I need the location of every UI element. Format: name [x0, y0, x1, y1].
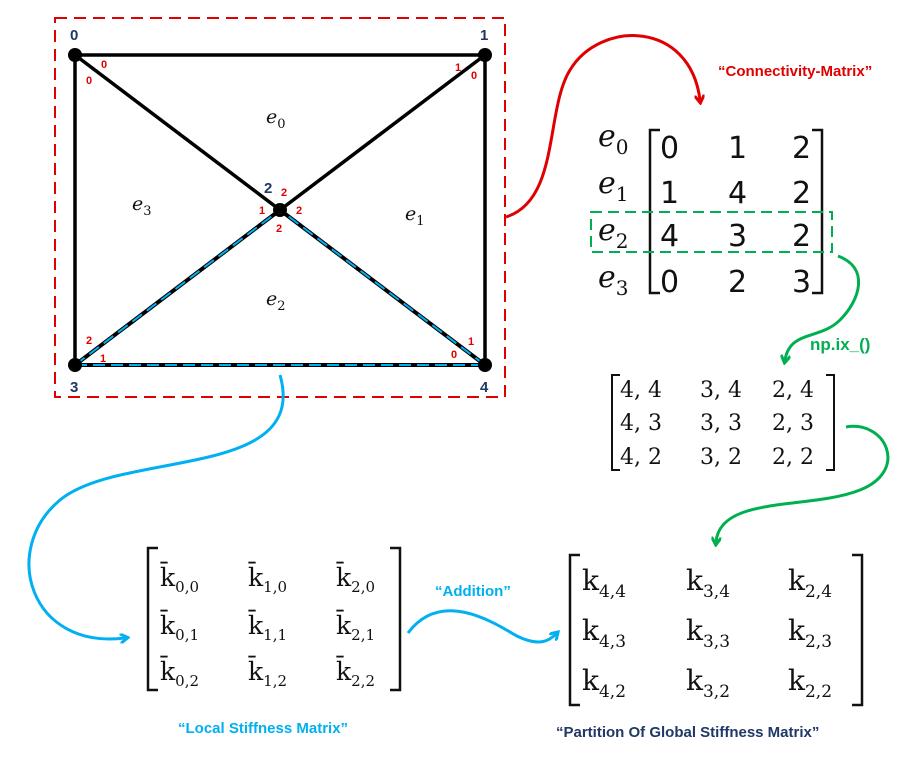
index-cell: 4, 4	[620, 378, 662, 403]
local-index: 1	[455, 62, 461, 74]
conn-cell: 1	[728, 131, 747, 166]
conn-row-label: e2	[598, 213, 629, 253]
index-matrix: np.ix_() 4, 4 3, 4 2, 4 4, 3 3, 3 2, 3 4…	[611, 335, 870, 471]
global-cell: k2,3	[788, 614, 832, 652]
conn-cell: 4	[660, 219, 679, 254]
local-matrix-label: “Local Stiffness Matrix”	[178, 720, 348, 737]
conn-cell: 3	[792, 265, 811, 300]
node-2	[273, 203, 287, 217]
green-connector-arrow-1	[785, 254, 860, 360]
node-label-0: 0	[70, 27, 78, 44]
element-label-e0: e0	[266, 106, 286, 132]
conn-row-highlight	[590, 211, 833, 253]
local-cell: k̄2,2	[336, 657, 375, 690]
element-label-e3: e3	[132, 193, 152, 219]
conn-cell: 2	[792, 176, 811, 211]
conn-row-label: e1	[598, 166, 629, 206]
global-cell: k2,4	[788, 564, 832, 602]
global-stiffness-partition: k4,4 k3,4 k2,4 k4,3 k3,3 k2,3 k4,2 k3,2 …	[556, 553, 864, 741]
node-label-4: 4	[480, 379, 489, 396]
partition-label: “Partition Of Global Stiffness Matrix”	[556, 724, 819, 741]
local-index: 0	[86, 75, 92, 87]
local-bracket-right	[390, 546, 402, 692]
index-cell: 3, 2	[700, 445, 742, 470]
global-cell: k4,2	[582, 664, 626, 702]
connectivity-matrix: “Connectivity-Matrix” e0 e1 e2 e3 0 1 2 …	[590, 63, 872, 300]
local-cell: k̄1,1	[248, 611, 287, 644]
conn-cell: 0	[660, 265, 679, 300]
index-cell: 4, 3	[620, 411, 662, 436]
element-label-e2: e2	[266, 288, 286, 314]
blue-connector-arrow-2	[406, 609, 556, 644]
node-0	[68, 48, 82, 62]
global-cell: k2,2	[788, 664, 832, 702]
global-bracket-left	[568, 553, 580, 707]
local-cell: k̄1,2	[248, 657, 287, 690]
mesh: 0 1 2 3 4 0 0 1 0 2 2 1 2 2 1 0 1 e0 e1 …	[54, 17, 506, 398]
node-label-3: 3	[70, 379, 78, 396]
local-index: 2	[86, 335, 92, 347]
element-label-e1: e1	[405, 203, 425, 229]
conn-cell: 4	[728, 176, 747, 211]
node-4	[478, 358, 492, 372]
npix-label: np.ix_()	[810, 335, 870, 354]
local-index: 0	[451, 349, 457, 361]
local-index: 2	[276, 223, 282, 235]
local-cell: k̄1,0	[248, 563, 287, 596]
conn-cell: 0	[660, 131, 679, 166]
conn-cell: 2	[728, 265, 747, 300]
edge-3-2-highlight	[74, 209, 281, 366]
green-connector-arrow-2	[716, 424, 890, 542]
mesh-selection-box	[54, 17, 506, 398]
local-stiffness-matrix: k̄0,0 k̄1,0 k̄2,0 k̄0,1 k̄1,1 k̄2,1 k̄0,…	[146, 546, 402, 737]
conn-row-label: e0	[598, 119, 629, 159]
index-cell: 4, 2	[620, 445, 662, 470]
local-index: 1	[259, 205, 265, 217]
conn-cell: 3	[728, 219, 747, 254]
index-cell: 2, 4	[772, 378, 814, 403]
global-cell: k3,4	[686, 564, 730, 602]
connectivity-label: “Connectivity-Matrix”	[718, 63, 872, 80]
local-cell: k̄0,0	[160, 563, 199, 596]
local-index: 0	[471, 70, 477, 82]
local-index: 2	[296, 205, 302, 217]
local-index: 0	[101, 59, 107, 71]
red-connector-arrow	[505, 34, 700, 219]
local-index: 2	[281, 187, 287, 199]
local-cell: k̄0,1	[160, 611, 199, 644]
conn-cell: 2	[792, 219, 811, 254]
node-1	[478, 48, 492, 62]
local-cell: k̄0,2	[160, 657, 199, 690]
local-index: 1	[468, 336, 474, 348]
index-cell: 2, 2	[772, 445, 814, 470]
global-cell: k3,3	[686, 614, 730, 652]
index-bracket-right	[826, 374, 835, 471]
edge-4-2-highlight	[279, 209, 486, 366]
global-cell: k4,4	[582, 564, 626, 602]
global-cell: k3,2	[686, 664, 730, 702]
node-3	[68, 358, 82, 372]
index-bracket-left	[611, 374, 620, 471]
blue-connector-arrow-1	[27, 374, 285, 639]
index-cell: 3, 3	[700, 411, 742, 436]
local-bracket-left	[146, 546, 158, 692]
conn-row-label: e3	[598, 260, 629, 300]
local-cell: k̄2,0	[336, 563, 375, 596]
node-label-2: 2	[264, 180, 272, 197]
node-label-1: 1	[480, 27, 488, 44]
conn-cell: 2	[792, 131, 811, 166]
edge-0-2	[73, 53, 282, 212]
conn-cell: 1	[660, 176, 679, 211]
global-cell: k4,3	[582, 614, 626, 652]
global-bracket-right	[852, 553, 864, 707]
local-cell: k̄2,1	[336, 611, 375, 644]
addition-label: “Addition”	[435, 583, 511, 600]
index-cell: 3, 4	[700, 378, 742, 403]
edge-1-2	[278, 53, 487, 212]
local-index: 1	[100, 353, 106, 365]
index-cell: 2, 3	[772, 411, 814, 436]
